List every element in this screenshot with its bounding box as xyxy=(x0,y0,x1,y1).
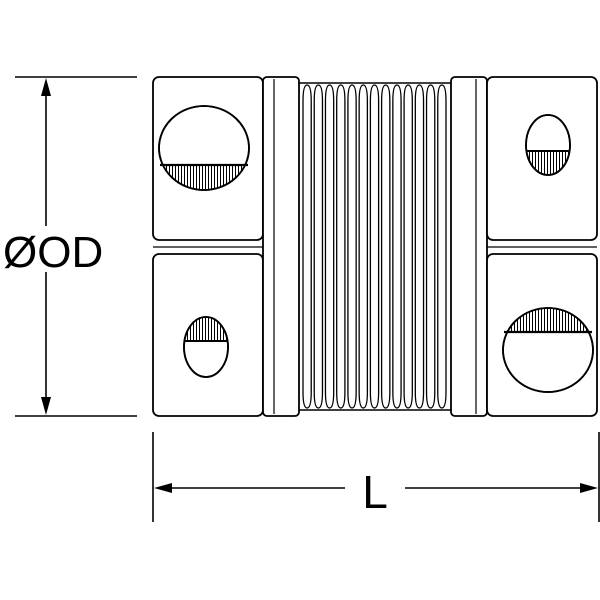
od-arrow-top xyxy=(41,78,51,96)
bellows-convolution xyxy=(414,84,425,409)
bellows-convolution xyxy=(392,84,402,409)
left-hub-collar xyxy=(262,76,300,417)
bellows-convolution xyxy=(324,84,335,409)
bellows-convolutions xyxy=(302,84,447,409)
length-label-background xyxy=(345,462,405,514)
bellows-convolution xyxy=(380,84,391,409)
bellows-convolution xyxy=(437,84,447,409)
left-set-screw-icon xyxy=(183,316,229,378)
bellows-convolution xyxy=(336,84,346,409)
bellows-convolution xyxy=(313,84,324,409)
length-label: L xyxy=(362,466,388,518)
bellows xyxy=(299,82,451,411)
length-arrow-right xyxy=(580,483,598,493)
od-arrow-bottom xyxy=(41,397,51,415)
bellows-convolution xyxy=(302,84,312,409)
bellows-convolution xyxy=(403,84,413,409)
right-set-screw-icon xyxy=(525,114,571,176)
right-hub xyxy=(450,76,598,417)
right-hub-collar xyxy=(450,76,488,417)
bellows-convolution xyxy=(358,84,369,409)
length-arrow-left xyxy=(154,483,172,493)
bellows-convolution xyxy=(347,84,357,409)
bellows-convolution xyxy=(369,84,380,409)
od-label: ØOD xyxy=(3,228,103,277)
bellows-convolution xyxy=(425,84,436,409)
right-clamp-screw-icon xyxy=(502,307,594,393)
od-label-background xyxy=(0,226,106,272)
